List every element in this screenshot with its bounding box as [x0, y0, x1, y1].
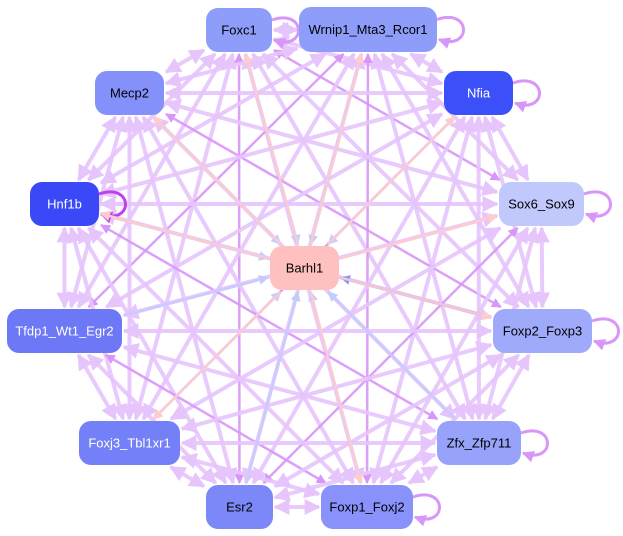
node-sox6-sox9[interactable]: Sox6_Sox9 [499, 182, 584, 226]
node-label: Wrnip1_Mta3_Rcor1 [309, 22, 428, 37]
node-box [206, 8, 272, 52]
node-box [321, 485, 413, 529]
node-tfdp1-wt1-egr2[interactable]: Tfdp1_Wt1_Egr2 [7, 309, 122, 353]
node-label: Zfx_Zfp711 [447, 436, 512, 451]
edge-from-barhl1 [152, 116, 282, 245]
edge [407, 465, 439, 485]
node-zfx-zfp711[interactable]: Zfx_Zfp711 [437, 421, 521, 465]
self-loop-foxc1 [271, 16, 300, 50]
node-box [437, 421, 521, 465]
node-box [206, 485, 273, 529]
node-label: Esr2 [226, 500, 253, 515]
node-foxc1[interactable]: Foxc1 [206, 8, 272, 52]
node-label: Barhl1 [286, 261, 324, 276]
barhl1-edges-layer [100, 53, 498, 484]
node-box [499, 182, 584, 226]
node-label: Sox6_Sox9 [508, 197, 575, 212]
node-label: Hnf1b [47, 197, 82, 212]
node-barhl1[interactable]: Barhl1 [270, 246, 339, 290]
node-box [493, 309, 592, 353]
edge-from-barhl1 [340, 276, 492, 320]
node-wrnip1-mta3-rcor1[interactable]: Wrnip1_Mta3_Rcor1 [299, 7, 437, 52]
node-box [95, 71, 164, 115]
self-loop-sox6_sox9 [583, 190, 612, 224]
self-loop-nfia [512, 79, 541, 113]
edge [409, 52, 444, 74]
self-loop-foxp1_foxj2 [412, 493, 441, 527]
node-label: Foxp1_Foxj2 [329, 500, 404, 515]
node-hnf1b[interactable]: Hnf1b [30, 182, 99, 226]
self-loop-foxp2_foxp3 [591, 317, 620, 351]
self-loop-zfx_zfp711 [520, 429, 549, 463]
node-nfia[interactable]: Nfia [444, 71, 513, 115]
node-foxp2-foxp3[interactable]: Foxp2_Foxp3 [493, 309, 592, 353]
edge-from-barhl1 [243, 53, 300, 245]
edge-from-barhl1 [152, 291, 282, 420]
node-label: Mecp2 [110, 86, 149, 101]
edge-to-barhl1 [244, 291, 301, 484]
edge [169, 465, 206, 489]
node-box [270, 246, 339, 290]
edges-layer [56, 21, 551, 515]
node-box [7, 309, 122, 353]
edge [362, 53, 373, 484]
edge-to-barhl1 [123, 275, 269, 317]
node-box [30, 182, 99, 226]
edge-from-barhl1 [340, 213, 498, 260]
node-esr2[interactable]: Esr2 [206, 485, 273, 529]
node-box [299, 7, 437, 52]
edge-from-barhl1 [309, 53, 364, 245]
node-foxp1-foxj2[interactable]: Foxp1_Foxj2 [321, 485, 413, 529]
edge [533, 226, 551, 309]
edge-from-barhl1 [100, 211, 269, 260]
node-label: Foxj3_Tbl1xr1 [88, 436, 170, 451]
node-foxj3-tbl1xr1[interactable]: Foxj3_Tbl1xr1 [79, 421, 180, 465]
node-box [444, 71, 513, 115]
node-label: Nfia [467, 86, 491, 101]
node-label: Foxc1 [221, 23, 256, 38]
node-box [79, 421, 180, 465]
self-loops-layer [98, 16, 620, 527]
edge-to-barhl1 [327, 291, 456, 420]
node-label: Tfdp1_Wt1_Egr2 [15, 324, 113, 339]
self-loop-wrnip1_mta3_rcor1 [436, 16, 465, 49]
node-mecp2[interactable]: Mecp2 [95, 71, 164, 115]
edge-from-barhl1 [327, 116, 456, 245]
edge-from-barhl1 [309, 291, 364, 484]
node-label: Foxp2_Foxp3 [503, 324, 583, 339]
